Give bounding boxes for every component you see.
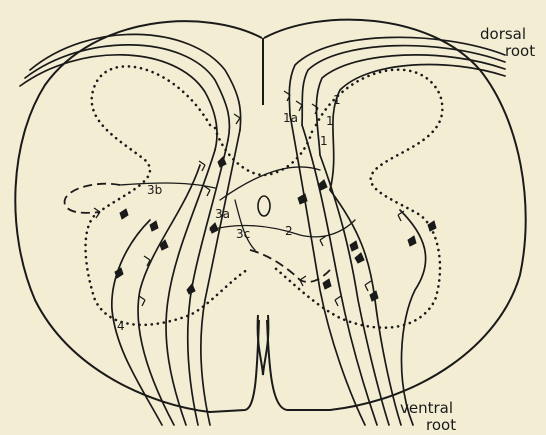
label-3a: 3a <box>215 207 230 221</box>
dorsal-root-label-2: root <box>505 42 535 60</box>
neuron-13 <box>370 291 378 301</box>
cord-outline-right <box>264 20 526 410</box>
right-tract-3 <box>320 155 389 425</box>
pathway-3b-dashed <box>65 184 120 213</box>
left-dorsal-fiber-2 <box>25 45 229 140</box>
neuron-12 <box>323 279 331 289</box>
right-tract-1 <box>290 115 365 425</box>
neuron-14 <box>408 236 416 246</box>
pathway-3b <box>120 183 215 188</box>
ventral-root-label-2: root <box>426 416 456 434</box>
neuron-4 <box>115 268 123 278</box>
neuron-6 <box>210 223 218 233</box>
label-3c: 3c <box>236 227 250 241</box>
dorsal-root-label-1: dorsal <box>480 25 526 43</box>
synaptic-terminals <box>94 91 404 306</box>
label-3b: 3b <box>147 183 162 197</box>
left-dorsal-fiber-1 <box>30 34 241 130</box>
dorsal-root-fiber-1 <box>289 37 505 115</box>
neuron-1 <box>120 209 128 219</box>
label-1-low: 1 <box>320 134 328 148</box>
label-1a: 1a <box>283 111 298 125</box>
label-1-mid: 1 <box>326 114 334 128</box>
neuron-5 <box>187 284 195 294</box>
pathway-2 <box>210 220 355 237</box>
ventral-root-label-1: ventral <box>400 399 453 417</box>
label-4: 4 <box>117 319 125 333</box>
central-canal <box>258 196 270 216</box>
left-dorsal-fiber-3 <box>20 55 217 150</box>
neuron-10 <box>350 241 358 251</box>
grey-commissure <box>215 128 313 175</box>
label-2: 2 <box>285 224 293 238</box>
neuron-15 <box>428 221 436 231</box>
neuron-7 <box>218 157 226 167</box>
neuron-11 <box>355 253 364 263</box>
neuron-2 <box>150 221 158 231</box>
right-tract-2 <box>302 125 377 425</box>
label-1-top: 1 <box>333 93 341 107</box>
dorsal-root-fiber-4 <box>330 64 505 190</box>
